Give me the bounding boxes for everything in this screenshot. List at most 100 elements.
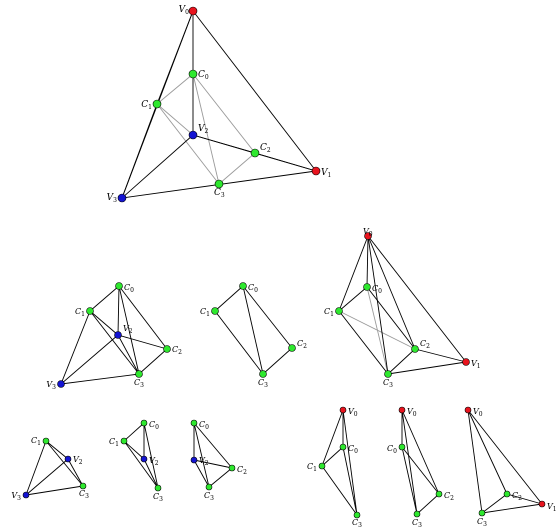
- edge-c2-c3: [416, 493, 440, 515]
- vertex-label-name: C: [237, 465, 243, 474]
- edge-c2-v1: [506, 493, 543, 505]
- vertex-label-c1: C1: [307, 462, 317, 473]
- vertex-label-c2: C2: [260, 143, 271, 154]
- vertex-label-c1: C1: [141, 100, 152, 111]
- edge-c0-c3: [401, 446, 418, 515]
- vertex-label-v1: V1: [471, 359, 481, 370]
- vertex-label-name: C: [307, 462, 313, 471]
- vertex-label-index: 1: [148, 104, 152, 111]
- edge-c2-v1: [414, 348, 467, 363]
- vertex-c2: [288, 344, 296, 352]
- edge-c0-c2: [193, 422, 233, 469]
- vertex-v2: [140, 455, 148, 463]
- vertex-v0: [339, 406, 347, 414]
- vertex-c3: [259, 370, 267, 378]
- vertex-label-v3: V3: [46, 380, 56, 391]
- vertex-v0: [464, 406, 472, 414]
- vertex-label-name: C: [31, 436, 37, 445]
- vertex-label-name: C: [109, 437, 115, 446]
- vertex-v1: [462, 358, 470, 366]
- edge-c0-c1: [338, 286, 368, 312]
- vertex-label-c3: C3: [477, 517, 487, 528]
- edge-v0-c0: [366, 235, 369, 288]
- edge-c1-v2: [156, 103, 194, 136]
- vertex-c1: [42, 437, 50, 445]
- vertex-c3: [478, 509, 486, 517]
- edge-c0-c1: [123, 422, 145, 442]
- vertex-label-v0: V0: [348, 407, 358, 418]
- vertex-label-name: C: [412, 518, 418, 527]
- vertex-label-name: C: [297, 339, 303, 348]
- vertex-c1: [211, 307, 219, 315]
- vertex-label-name: V: [348, 407, 355, 416]
- vertex-label-index: 2: [205, 128, 209, 135]
- vertex-c0: [398, 443, 406, 451]
- vertex-label-index: 0: [205, 74, 209, 81]
- vertex-label-index: 1: [37, 440, 41, 447]
- edge-c0-c1: [321, 446, 344, 467]
- edge-c1-c3: [214, 310, 264, 375]
- vertex-label-c0: C0: [198, 70, 209, 81]
- vertex-label-name: C: [348, 444, 354, 453]
- vertex-label-index: 3: [52, 384, 56, 391]
- vertex-c2: [435, 490, 443, 498]
- vertex-c3: [154, 484, 162, 492]
- edge-c0-c3: [242, 285, 264, 375]
- vertex-label-index: 0: [413, 411, 417, 418]
- edge-c1-c3: [156, 103, 220, 185]
- vertex-label-index: 2: [79, 459, 83, 466]
- vertex-v3: [22, 491, 30, 499]
- vertex-label-name: V: [11, 491, 18, 500]
- vertex-label-name: C: [258, 378, 264, 387]
- edge-c2-c3: [387, 348, 416, 375]
- vertex-label-name: C: [444, 491, 450, 500]
- vertex-label-name: V: [363, 227, 370, 236]
- vertex-c1: [86, 307, 94, 315]
- edge-c1-c3: [45, 440, 84, 487]
- vertex-v0: [188, 6, 198, 16]
- edge-c1-v2: [123, 440, 145, 460]
- edge-c1-c2: [338, 310, 416, 350]
- vertex-label-name: C: [134, 378, 140, 387]
- edge-c0-c2: [242, 285, 293, 349]
- edge-v0-v1: [467, 409, 543, 505]
- edge-v3-v2: [60, 334, 119, 385]
- vertex-label-c3: C3: [258, 378, 268, 389]
- vertex-label-name: C: [79, 489, 85, 498]
- vertex-c2: [228, 464, 236, 472]
- vertex-label-name: C: [141, 100, 148, 110]
- vertex-label-name: V: [149, 456, 156, 465]
- vertex-label-name: C: [198, 70, 205, 80]
- vertex-label-index: 3: [483, 521, 487, 528]
- vertex-label-name: C: [420, 339, 426, 348]
- vertex-label-name: C: [248, 283, 254, 292]
- vertex-label-v0: V0: [179, 5, 190, 16]
- edge-c0-c2: [401, 446, 440, 495]
- vertex-label-index: 1: [115, 441, 119, 448]
- vertex-label-v3: V3: [107, 193, 118, 204]
- vertex-label-c2: C2: [512, 491, 522, 502]
- vertex-label-name: C: [352, 518, 358, 527]
- edge-c0-v2: [117, 285, 120, 336]
- vertex-c3: [135, 370, 143, 378]
- vertex-label-c0: C0: [199, 420, 209, 431]
- vertex-label-v3: V3: [11, 491, 21, 502]
- edge-c0-c3: [192, 73, 220, 185]
- edge-v2-v3: [121, 134, 194, 199]
- vertex-c2: [163, 345, 171, 353]
- vertex-label-name: C: [124, 283, 130, 292]
- edge-c0-c2: [118, 285, 168, 350]
- vertex-label-index: 2: [178, 349, 182, 356]
- vertex-c0: [140, 419, 148, 427]
- vertex-label-c3: C3: [214, 188, 225, 199]
- edge-v2-c3: [143, 458, 159, 489]
- edge-v2-c2: [117, 334, 168, 350]
- vertex-label-name: C: [149, 420, 155, 429]
- vertex-c0: [239, 282, 247, 290]
- vertex-c3: [214, 179, 224, 189]
- edge-c0-c2: [192, 73, 256, 154]
- vertex-label-name: V: [107, 193, 115, 203]
